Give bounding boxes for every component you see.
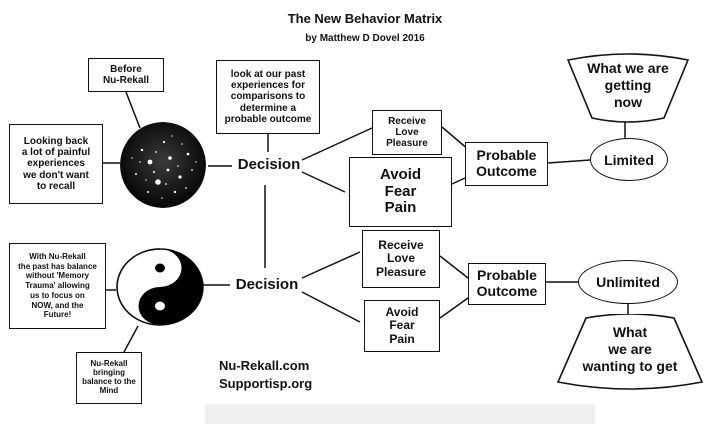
receive-love-pleasure-box-top: Receive Love Pleasure — [372, 110, 442, 155]
painful-experiences-box: Looking back a lot of painful experience… — [9, 124, 103, 204]
website-supportisp: Supportisp.org — [219, 376, 313, 391]
limited-ellipse: Limited — [590, 138, 668, 181]
past-experiences-box: look at our past experiences for compari… — [216, 60, 320, 134]
bottom-band — [205, 404, 595, 424]
wanting-shape — [556, 314, 704, 390]
wanting-label: What we are wanting to get — [582, 324, 678, 374]
decision-label-top: Decision — [237, 156, 301, 173]
avoid-fear-pain-box-top: Avoid Fear Pain — [349, 157, 452, 227]
avoid-fear-pain-box-bottom: Avoid Fear Pain — [364, 300, 440, 352]
yin-yang-icon — [116, 248, 204, 326]
receive-love-pleasure-box-bottom: Receive Love Pleasure — [362, 230, 440, 288]
mind-balance-box: Nu-Rekall bringing balance to the Mind — [76, 352, 142, 404]
unlimited-ellipse: Unlimited — [578, 260, 678, 304]
probable-outcome-box-bottom: Probable Outcome — [468, 263, 546, 305]
decision-label-bottom: Decision — [235, 276, 299, 293]
balance-box: With Nu-Rekall the past has balance with… — [9, 243, 106, 329]
probable-outcome-box-top: Probable Outcome — [465, 142, 548, 186]
website-nu-rekall: Nu-Rekall.com — [219, 358, 310, 373]
starfield-icon — [120, 122, 206, 208]
getting-now-shape — [566, 53, 690, 123]
diagram-title: The New Behavior Matrix — [287, 11, 443, 26]
before-nu-rekall-box: Before Nu-Rekall — [88, 58, 164, 92]
getting-now-label: What we are getting now — [587, 60, 669, 110]
diagram-subtitle: by Matthew D Dovel 2016 — [305, 33, 425, 44]
